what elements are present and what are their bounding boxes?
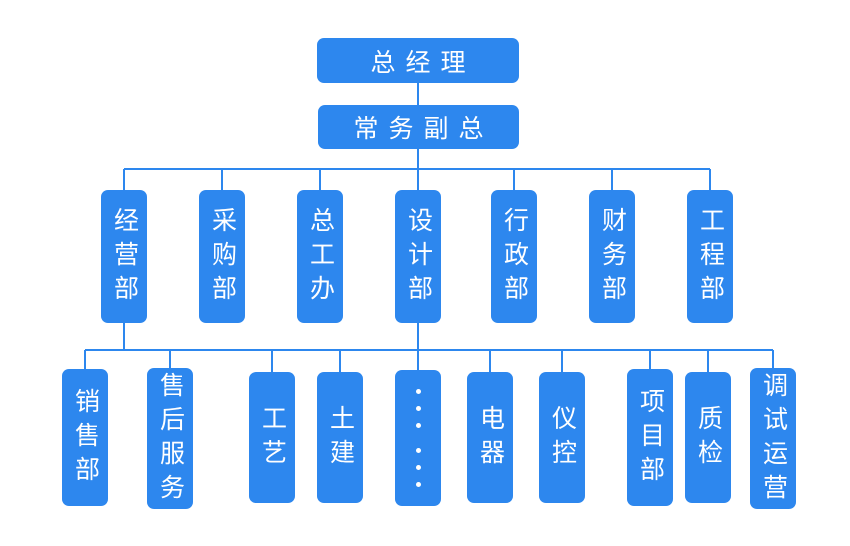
node-label: 项目部 [636, 388, 665, 490]
dot-icon [415, 482, 421, 487]
node-quality-inspection[interactable]: 质检 [685, 372, 731, 503]
node-civil-engineering[interactable]: 土建 [317, 372, 363, 503]
dot-icon [415, 389, 421, 394]
node-label: 质检 [694, 405, 723, 473]
node-project-dept[interactable]: 项目部 [627, 369, 673, 506]
node-label: 销售部 [71, 388, 100, 490]
ellipsis-dots-lower [415, 448, 421, 487]
node-business-management-dept[interactable]: 经营部 [101, 190, 147, 323]
node-instrumentation-control[interactable]: 仪控 [539, 372, 585, 503]
node-general-manager[interactable]: 总经理 [317, 38, 519, 83]
dot-icon [415, 465, 421, 470]
node-electrical[interactable]: 电器 [467, 372, 513, 503]
node-label: 土建 [326, 405, 355, 473]
node-label: 总工办 [306, 207, 335, 309]
node-design-dept[interactable]: 设计部 [395, 190, 441, 323]
node-label: 财务部 [598, 207, 627, 309]
node-label: 行政部 [500, 207, 529, 309]
node-process-engineering[interactable]: 工艺 [249, 372, 295, 503]
node-label: 电器 [476, 405, 505, 473]
node-procurement-dept[interactable]: 采购部 [199, 190, 245, 323]
node-label: 工艺 [258, 405, 287, 473]
node-administration-dept[interactable]: 行政部 [491, 190, 537, 323]
node-sales-dept[interactable]: 销售部 [62, 369, 108, 506]
dot-icon [415, 406, 421, 411]
node-more-units-ellipsis[interactable] [395, 370, 441, 506]
dot-icon [415, 423, 421, 428]
node-label: 设计部 [404, 207, 433, 309]
ellipsis-dots-upper [415, 389, 421, 428]
node-finance-dept[interactable]: 财务部 [589, 190, 635, 323]
node-label: 采购部 [208, 207, 237, 309]
node-after-sales-service[interactable]: 售后服务 [147, 368, 193, 509]
node-engineering-dept[interactable]: 工程部 [687, 190, 733, 323]
node-label: 工程部 [696, 207, 725, 309]
node-label: 仪控 [548, 405, 577, 473]
node-label: 售后服务 [156, 372, 185, 508]
node-label: 总经理 [370, 48, 476, 77]
dot-icon [415, 448, 421, 453]
node-label: 经营部 [110, 207, 139, 309]
node-executive-vice-president[interactable]: 常务副总 [318, 105, 519, 149]
node-label: 常务副总 [353, 115, 494, 143]
node-label: 调试运营 [759, 372, 788, 508]
node-commissioning-operations[interactable]: 调试运营 [750, 368, 796, 509]
node-chief-engineer-office[interactable]: 总工办 [297, 190, 343, 323]
